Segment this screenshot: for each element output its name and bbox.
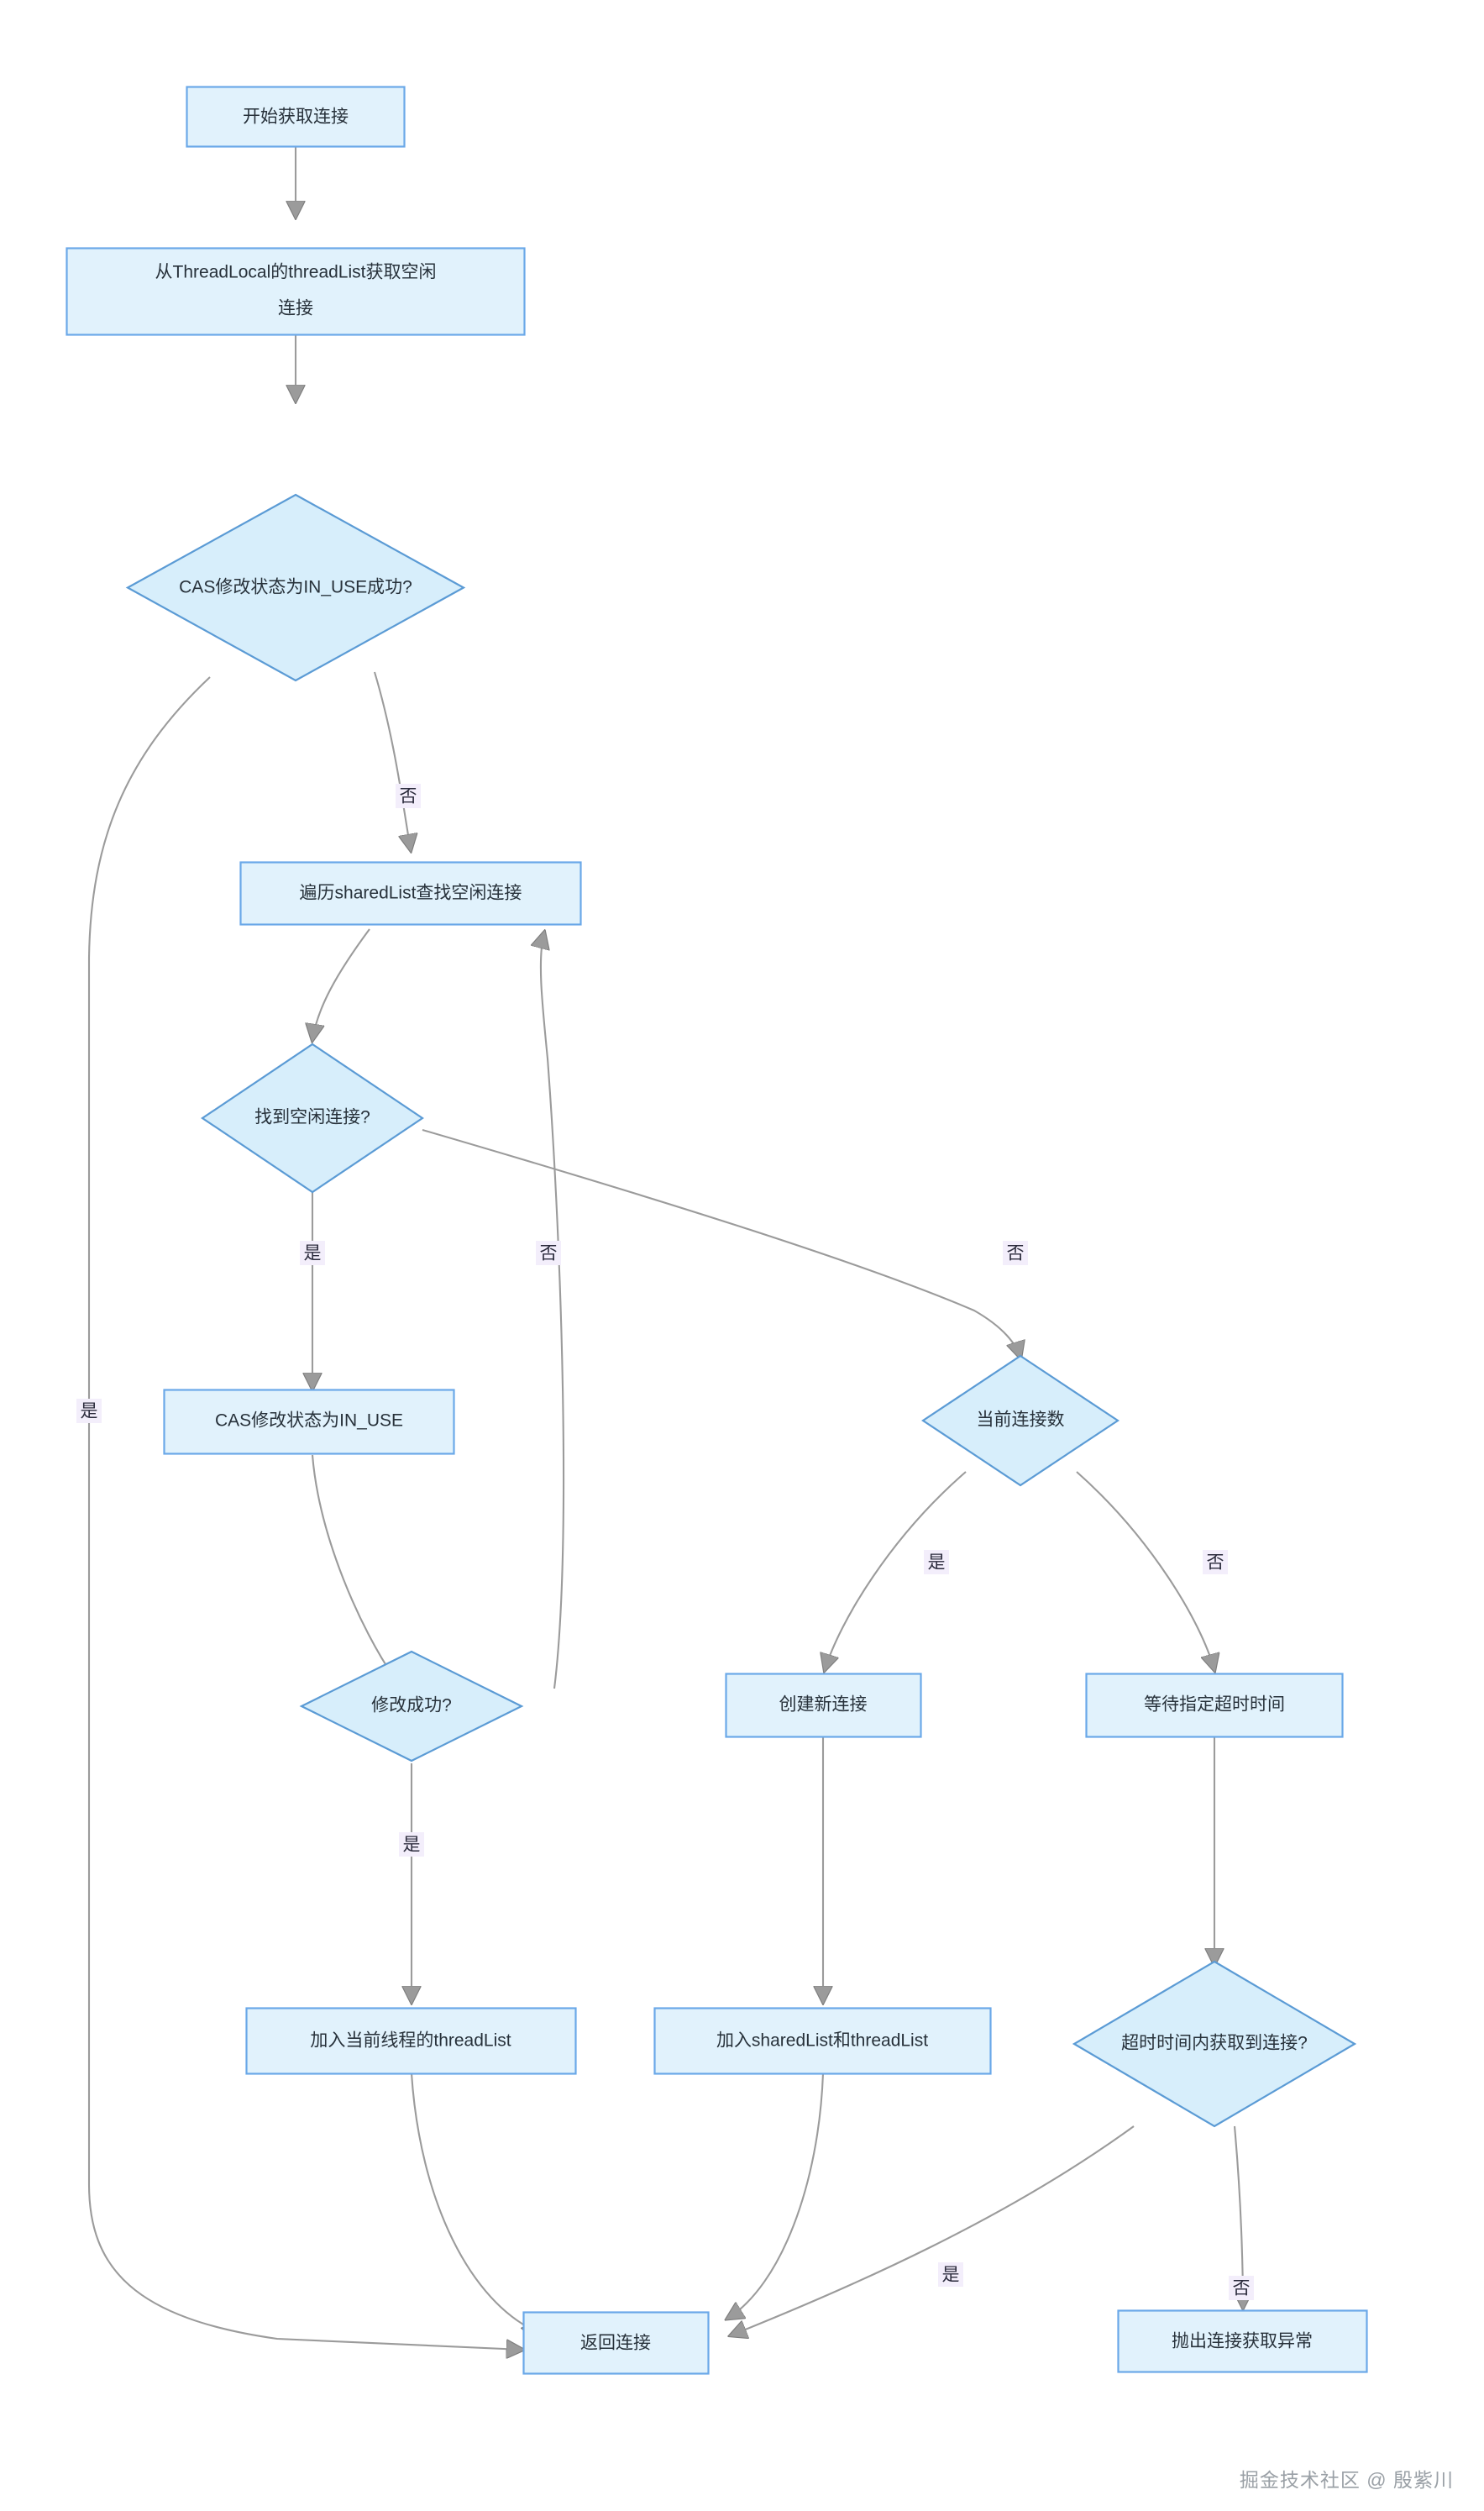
- edge-label-foundidle-yes: 是: [300, 1241, 325, 1265]
- node-throw-exception-label: 抛出连接获取异常: [1172, 2332, 1313, 2351]
- node-wait-timeout[interactable]: 等待指定超时时间: [1085, 1673, 1344, 1738]
- edges-layer: [87, 147, 1243, 2350]
- node-cas-in-use-success[interactable]: CAS修改状态为IN_USE成功?: [125, 493, 466, 682]
- node-scan-sharedlist-label: 遍历sharedList查找空闲连接: [300, 884, 522, 903]
- edge-label-foundidle-no: 否: [1003, 1241, 1028, 1265]
- node-cas-set-in-use[interactable]: CAS修改状态为IN_USE: [163, 1389, 455, 1455]
- edge-label-casdone-no: 否: [536, 1241, 561, 1265]
- edge-casok-yes-to-return: [87, 676, 522, 2350]
- edge-curconncnt-yes-to-createnew: [825, 1471, 967, 1670]
- edge-label-gotintime-yes: 是: [938, 2262, 963, 2287]
- svg-text:是: 是: [403, 1836, 421, 1855]
- node-create-new-connection-label: 创建新连接: [779, 1695, 868, 1715]
- svg-text:否: 否: [1233, 2279, 1251, 2298]
- edge-addboth-to-return: [727, 2072, 825, 2319]
- edge-casok-no-to-scanshared: [373, 671, 411, 850]
- node-from-threadlocal[interactable]: 从ThreadLocal的threadList获取空闲 连接: [66, 247, 526, 336]
- node-create-new-connection[interactable]: 创建新连接: [725, 1673, 922, 1738]
- edge-curconncnt-no-to-waittimeout: [1076, 1471, 1214, 1670]
- node-start-label: 开始获取连接: [243, 108, 349, 127]
- edge-label-curconncnt-no: 否: [1203, 1550, 1228, 1574]
- node-return-connection-label: 返回连接: [580, 2334, 651, 2353]
- svg-text:否: 否: [1007, 1244, 1025, 1263]
- edge-label-curconncnt-yes: 是: [924, 1550, 949, 1574]
- nodes-layer: 开始获取连接 从ThreadLocal的threadList获取空闲 连接 CA…: [66, 86, 1368, 2375]
- node-got-connection-in-time-label: 超时时间内获取到连接?: [1121, 2034, 1308, 2053]
- svg-text:是: 是: [928, 1553, 946, 1573]
- node-add-to-sharedlist-and-threadlist-label: 加入sharedList和threadList: [716, 2031, 928, 2051]
- node-current-connection-count[interactable]: 当前连接数: [921, 1354, 1120, 1487]
- node-modify-success[interactable]: 修改成功?: [299, 1650, 524, 1762]
- edge-scanshared-to-foundidle: [312, 928, 370, 1040]
- node-from-threadlocal-label2: 连接: [278, 299, 313, 318]
- node-current-connection-count-label: 当前连接数: [977, 1410, 1065, 1430]
- node-from-threadlocal-label: 从ThreadLocal的threadList获取空闲: [155, 263, 437, 282]
- node-throw-exception[interactable]: 抛出连接获取异常: [1117, 2309, 1368, 2373]
- edge-addthread-to-return: [410, 2072, 537, 2332]
- svg-text:否: 否: [1207, 1553, 1224, 1573]
- node-add-to-threadlist[interactable]: 加入当前线程的threadList: [245, 2007, 577, 2075]
- node-found-idle-connection[interactable]: 找到空闲连接?: [201, 1043, 424, 1194]
- svg-text:是: 是: [942, 2266, 960, 2285]
- svg-text:否: 否: [540, 1244, 558, 1263]
- node-found-idle-connection-label: 找到空闲连接?: [254, 1108, 370, 1127]
- edge-gotintime-yes-to-return: [731, 2125, 1135, 2335]
- edge-foundidle-no-to-curconncnt: [422, 1128, 1020, 1358]
- node-got-connection-in-time[interactable]: 超时时间内获取到连接?: [1072, 1960, 1357, 2128]
- node-modify-success-label: 修改成功?: [371, 1696, 452, 1715]
- svg-text:是: 是: [304, 1244, 322, 1263]
- watermark: 掘金技术社区 @ 殷紫川: [1239, 2469, 1454, 2491]
- edge-labels-layer: 否 是 是 否 否: [76, 784, 1254, 2300]
- node-start[interactable]: 开始获取连接: [186, 86, 406, 148]
- edge-casdone-no-back-to-scanshared: [541, 932, 565, 1689]
- node-cas-set-in-use-label: CAS修改状态为IN_USE: [215, 1411, 403, 1431]
- node-scan-sharedlist[interactable]: 遍历sharedList查找空闲连接: [239, 861, 582, 926]
- edge-label-casok-no: 否: [396, 784, 421, 808]
- node-return-connection[interactable]: 返回连接: [522, 2311, 710, 2375]
- svg-text:否: 否: [400, 787, 417, 806]
- node-add-to-threadlist-label: 加入当前线程的threadList: [310, 2031, 511, 2051]
- node-wait-timeout-label: 等待指定超时时间: [1144, 1695, 1285, 1715]
- node-add-to-sharedlist-and-threadlist[interactable]: 加入sharedList和threadList: [653, 2007, 992, 2075]
- edge-label-gotintime-no: 否: [1229, 2276, 1254, 2300]
- edge-label-casok-yes: 是: [76, 1399, 102, 1423]
- edge-casset-to-casdone: [311, 1454, 395, 1678]
- node-cas-in-use-success-label: CAS修改状态为IN_USE成功?: [179, 578, 412, 597]
- edge-label-casdone-yes: 是: [399, 1832, 424, 1857]
- svg-text:是: 是: [81, 1402, 98, 1421]
